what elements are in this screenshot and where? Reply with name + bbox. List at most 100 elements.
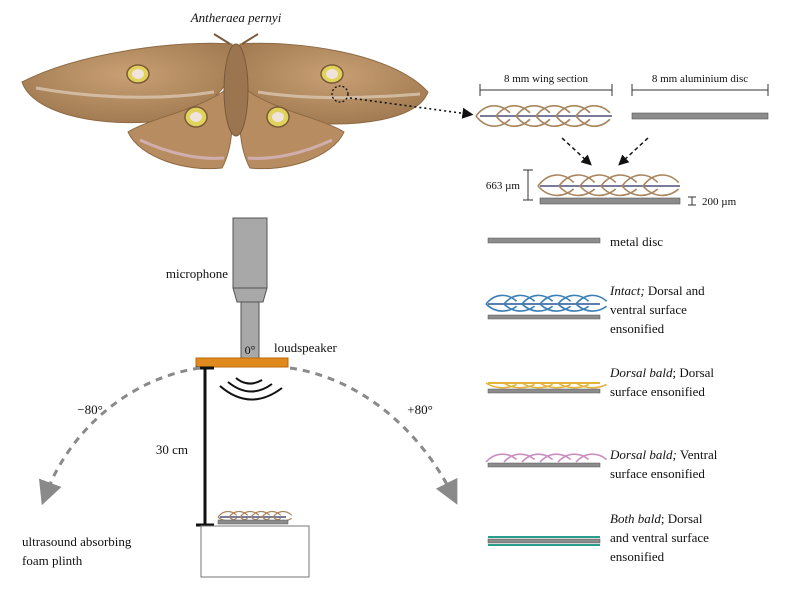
wing-scales-combined [537, 174, 680, 197]
wing-scale [539, 294, 572, 305]
wing-scale [272, 510, 293, 518]
aluminium-disc [631, 112, 769, 120]
disc-label: 8 mm aluminium disc [652, 73, 748, 85]
legend-dorsal-bald-dorsal-swatch [485, 382, 607, 389]
wing-scale [521, 294, 554, 305]
eyespot [184, 106, 208, 128]
legend-metal-disc-swatch [487, 237, 601, 244]
wing-scale [539, 382, 571, 389]
species-label: Antheraea pernyi [190, 10, 282, 25]
wing-scale [537, 174, 575, 187]
wing-scale [600, 174, 638, 187]
combined-disc [539, 197, 681, 205]
wing-scale [521, 453, 554, 463]
wing-scale [575, 303, 608, 312]
thickness-bracket [523, 169, 533, 201]
legend-dorsal-bald-ventral-line1: Dorsal bald; Ventral [609, 447, 718, 462]
wing-scale [521, 303, 554, 312]
disc-bracket [631, 84, 769, 96]
wing-scale [600, 185, 638, 197]
eyespot [320, 64, 344, 84]
legend-intact-line1: Intact; Dorsal and [609, 283, 705, 298]
angle-pos-label: +80° [407, 402, 433, 417]
wing-scale [558, 174, 596, 187]
wing-scale [475, 105, 511, 117]
combine-arrow-right [618, 137, 649, 166]
eyespot [266, 106, 290, 128]
wing-scale [535, 115, 571, 127]
legend-dorsal-bald-ventral-line2: surface ensonified [610, 466, 705, 481]
legend-metal-disc-label: metal disc [610, 234, 663, 249]
zoom-circle [331, 85, 349, 103]
wing-scales-top [475, 105, 612, 127]
microphone-label: microphone [166, 266, 228, 281]
wing-scale [575, 382, 607, 389]
distance-label: 30 cm [156, 442, 188, 457]
sound-waves [219, 377, 283, 401]
wing-scale [217, 510, 238, 518]
wing-section-bracket [479, 84, 613, 96]
thickness-label: 663 µm [486, 180, 521, 192]
legend-both-bald-line3: ensonified [610, 549, 665, 564]
wing-scale [621, 174, 659, 187]
wing-scale [621, 185, 659, 197]
wing-scale [503, 453, 536, 463]
plinth-label-line1: ultrasound absorbing [22, 534, 132, 549]
wing-scale [239, 510, 260, 518]
wing-scale [579, 174, 617, 187]
angle-neg-label: −80° [77, 402, 103, 417]
legend-both-bald-top-line [488, 536, 600, 538]
gap-label: 200 µm [702, 196, 737, 208]
wing-scale [579, 185, 617, 197]
wing-scale [228, 510, 249, 518]
foam-plinth [200, 525, 310, 578]
wing-scale [485, 303, 518, 312]
rotation-arc-right [289, 366, 458, 505]
legend-both-bald-line2: and ventral surface [610, 530, 709, 545]
loudspeaker [195, 357, 289, 368]
legend-intact-swatch [485, 294, 608, 312]
wing-scale [555, 105, 591, 117]
wing-scale [642, 174, 680, 187]
legend-both-bald-bottom-line [488, 544, 600, 546]
legend-both-bald-line1: Both bald; Dorsal [610, 511, 703, 526]
gap-bracket [688, 196, 696, 206]
legend-dorsal-bald-ventral-swatch [485, 453, 608, 463]
plinth-sample-scales [217, 510, 293, 522]
wing-scale [557, 294, 590, 305]
wing-scale [521, 382, 553, 389]
angle-zero-label: 0° [245, 343, 256, 357]
wing-scale [485, 382, 517, 389]
wing-scale [557, 382, 589, 389]
wing-scale [575, 115, 611, 127]
wing-scale [250, 510, 271, 518]
wing-scale [503, 303, 536, 312]
wing-scale [495, 115, 531, 127]
wing-scale [503, 382, 535, 389]
wing-scale [539, 453, 572, 463]
legend-intact-line2: ventral surface [610, 302, 687, 317]
rotation-arc-left [38, 366, 201, 506]
wing-scale [575, 294, 608, 305]
plinth-sample-disc [217, 519, 289, 525]
wing-scale [537, 185, 575, 197]
microphone [232, 217, 268, 359]
legend-both-bald-disc [487, 538, 601, 544]
eyespot [126, 64, 150, 84]
wing-scale [642, 185, 680, 197]
loudspeaker-label: loudspeaker [274, 340, 337, 355]
wing-scale [557, 453, 590, 463]
wing-scale [539, 303, 572, 312]
wing-scale [515, 105, 551, 117]
moth-illustration [21, 33, 474, 170]
wing-scale [503, 294, 536, 305]
wing-scale [557, 303, 590, 312]
legend-dorsal-bald-dorsal-line2: surface ensonified [610, 384, 705, 399]
wing-section-label: 8 mm wing section [504, 73, 589, 85]
wing-scale [558, 185, 596, 197]
combine-arrow-left [561, 137, 592, 166]
wing-scale [515, 115, 551, 127]
plinth-label-line2: foam plinth [22, 553, 83, 568]
legend-dorsal-bald-dorsal-line1: Dorsal bald; Dorsal [609, 365, 714, 380]
